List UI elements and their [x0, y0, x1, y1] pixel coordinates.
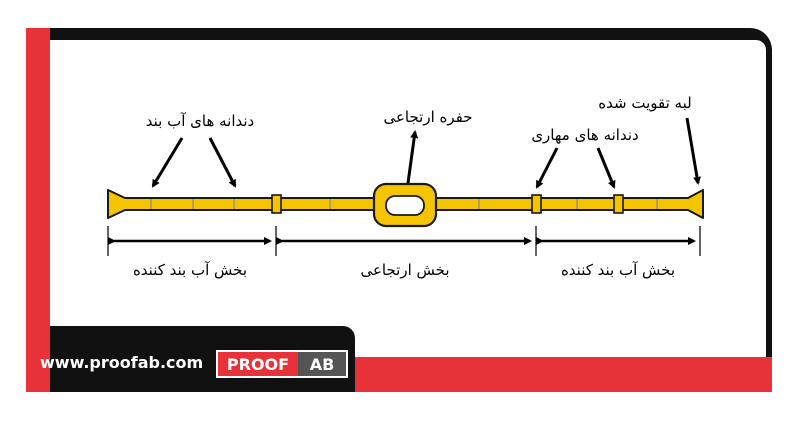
label-anchor-teeth: دندانه های مهاری	[531, 126, 638, 144]
arrow-water-teeth-1	[151, 137, 184, 188]
label-waterproof-section-left: بخش آب بند کننده	[133, 261, 247, 279]
logo-red-block	[218, 352, 298, 376]
label-elastic-section: بخش ارتجاعی	[360, 261, 449, 279]
bottom-red-bar	[355, 357, 772, 392]
label-expansion-hole: حفره ارتجاعی	[383, 108, 472, 126]
arrow-anchor-teeth-2	[596, 147, 616, 189]
label-water-teeth: دندانه های آب بند	[146, 112, 255, 130]
proofab-logo: PROOF AB	[216, 350, 348, 378]
logo-text-proof: PROOF	[227, 355, 289, 374]
logo-dark-block	[298, 352, 346, 376]
ridge-rib	[531, 194, 542, 214]
small-ribs	[150, 199, 658, 209]
label-reinforced-edge: لبه تقویت شده	[598, 94, 691, 112]
arrow-anchor-teeth-1	[535, 147, 559, 189]
arrow-expansion-hole	[406, 130, 419, 184]
expansion-hole	[385, 195, 425, 216]
logo-text-ab: AB	[310, 355, 335, 374]
label-waterproof-section-right: بخش آب بند کننده	[561, 261, 675, 279]
ridge-rib	[613, 194, 624, 214]
left-red-bar	[26, 28, 50, 392]
arrow-reinforced-edge	[685, 117, 701, 185]
arrow-water-teeth-2	[208, 137, 237, 188]
annotation-arrows	[151, 117, 701, 189]
branding: www.proofab.com PROOF AB	[40, 350, 348, 378]
website-url: www.proofab.com	[40, 353, 203, 372]
ridge-rib	[271, 194, 282, 214]
waterstop-profile	[107, 182, 704, 228]
